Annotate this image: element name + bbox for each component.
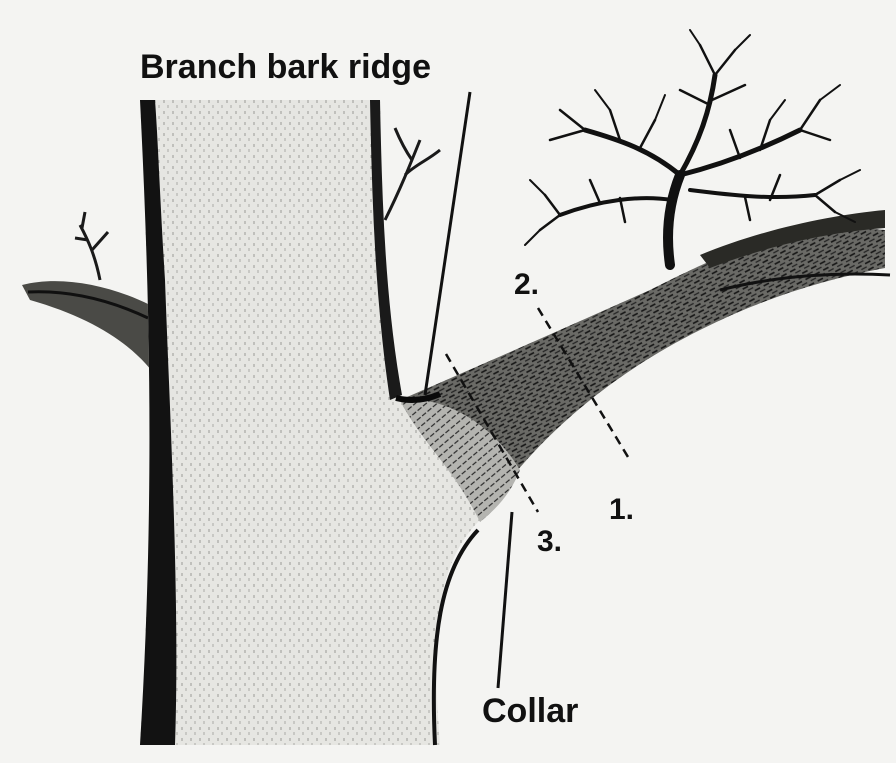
left-side-branch <box>22 281 162 385</box>
cut-2-label: 2. <box>514 270 539 300</box>
cut-3-label: 3. <box>537 527 562 557</box>
collar-leader-line <box>498 512 512 688</box>
left-twig <box>75 212 108 280</box>
cut-1-label: 1. <box>609 495 634 525</box>
trunk-twig <box>385 128 440 220</box>
collar-label: Collar <box>482 694 578 728</box>
branch-bark-ridge-label: Branch bark ridge <box>140 50 431 84</box>
ridge-leader-line <box>425 92 470 395</box>
